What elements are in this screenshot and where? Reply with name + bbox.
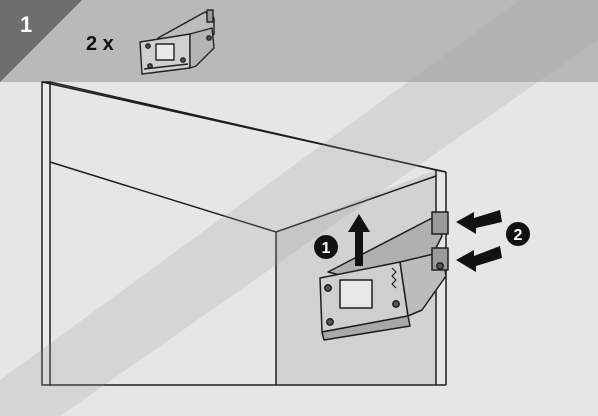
hinge-bracket (319, 211, 449, 341)
arrow-up-icon (348, 214, 370, 266)
hinge-mount-clip-lower (431, 247, 449, 271)
callout-1-number: 1 (322, 240, 331, 257)
hinge-bracket-window (339, 279, 373, 309)
callout-2-number: 2 (514, 227, 523, 244)
hinge-screw (392, 300, 400, 308)
step-number: 1 (20, 12, 33, 37)
hinge-mount-clip-upper (431, 211, 449, 235)
hinge-spring (391, 267, 397, 289)
cabinet-side-panel (41, 81, 51, 386)
hinge-screw (436, 262, 444, 270)
push-arrow-icon (456, 210, 502, 234)
callout-2: 2 (506, 222, 530, 246)
hinge-bracket-rail (321, 315, 411, 341)
hinge-screw (324, 284, 332, 292)
callout-1: 1 (314, 235, 338, 259)
step-badge (0, 0, 82, 82)
hinge-bracket-icon (139, 9, 215, 75)
hinge-screw (326, 318, 334, 326)
quantity-label: 2 x (86, 33, 114, 55)
header-bar (0, 0, 598, 82)
push-arrow-icon (456, 246, 502, 272)
